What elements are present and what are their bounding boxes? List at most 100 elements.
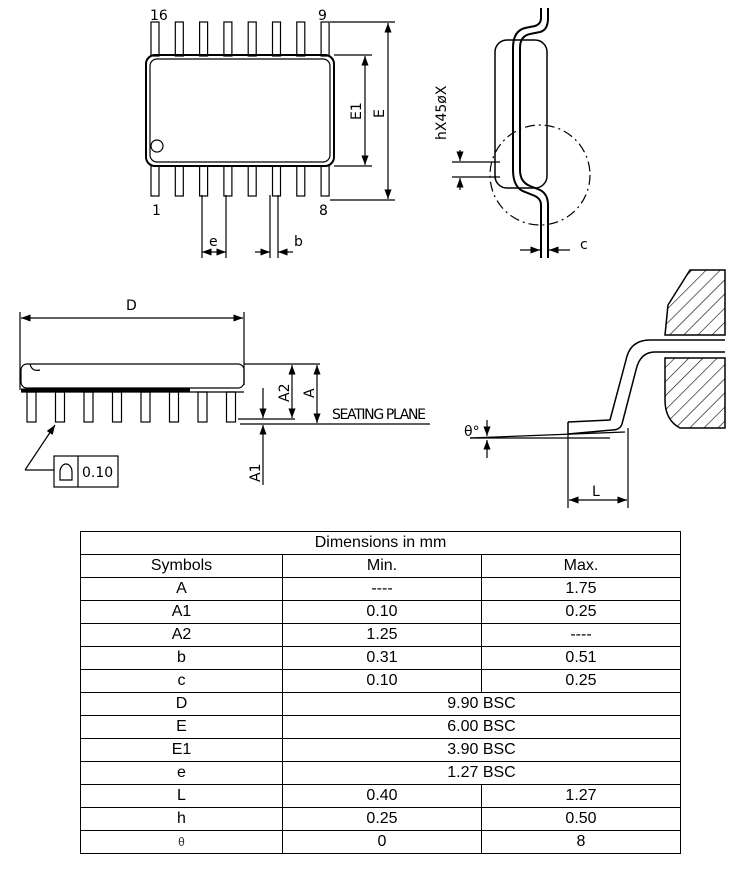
symbol-cell: A1: [80, 600, 283, 624]
pin: [174, 21, 184, 57]
max-cell: 0.51: [481, 646, 681, 670]
max-cell: 1.27: [481, 784, 681, 808]
min-cell: 0.40: [282, 784, 482, 808]
min-cell: 1.25: [282, 623, 482, 647]
pin-label-1: 1: [152, 203, 161, 219]
coplanarity-value: 0.10: [82, 465, 113, 481]
pin: [150, 165, 160, 197]
chamfer-label: hX45øX: [434, 85, 450, 140]
header-max: Max.: [481, 554, 681, 578]
table-row: A----1.75: [80, 577, 681, 601]
header-symbols: Symbols: [80, 554, 283, 578]
dim-pitch-label: e: [209, 234, 218, 250]
symbol-cell: h: [80, 807, 283, 831]
seating-plane-label: SEATING PLANE: [332, 407, 426, 423]
pin-label-16: 16: [150, 8, 168, 24]
pin: [83, 391, 94, 423]
symbol-cell: b: [80, 646, 283, 670]
dim-a1-label: A1: [248, 464, 264, 482]
max-cell: ----: [481, 623, 681, 647]
pin-label-8: 8: [319, 203, 328, 219]
dim-l-label: L: [592, 484, 600, 500]
pin: [320, 21, 330, 57]
dim-a-label: A: [302, 388, 318, 398]
pin: [223, 165, 233, 197]
max-cell: 0.25: [481, 600, 681, 624]
table-title-row: Dimensions in mm: [80, 531, 681, 555]
profile-tolerance-icon: [59, 463, 73, 481]
pin: [320, 165, 330, 197]
nominal-cell: 6.00 BSC: [282, 715, 681, 739]
pin: [54, 391, 66, 423]
end-view: hX45øX c: [434, 8, 591, 258]
symbol-cell: c: [80, 669, 283, 693]
symbol-cell: A2: [80, 623, 283, 647]
min-cell: 0.10: [282, 600, 482, 624]
symbol-cell: L: [80, 784, 283, 808]
pin: [225, 391, 237, 423]
header-min: Min.: [282, 554, 482, 578]
dim-a2-label: A2: [277, 384, 293, 402]
min-cell: 0.31: [282, 646, 482, 670]
pin: [296, 165, 306, 197]
dim-c-label: c: [580, 237, 588, 253]
max-cell: 0.25: [481, 669, 681, 693]
pin: [271, 165, 282, 197]
pin: [247, 165, 257, 197]
min-cell: 0.25: [282, 807, 482, 831]
pin: [199, 21, 209, 57]
pin: [174, 165, 184, 197]
side-pins: [26, 391, 237, 423]
max-cell: 8: [481, 830, 681, 854]
pin: [296, 21, 306, 57]
pin: [26, 391, 37, 423]
symbol-cell: A: [80, 577, 283, 601]
nominal-cell: 1.27 BSC: [282, 761, 681, 785]
pin: [199, 165, 209, 197]
symbol-cell: e: [80, 761, 283, 785]
pin-label-9: 9: [318, 8, 327, 24]
package-drawing: 16 9 1 8 E1 E e b hX45øX c D: [19, 8, 726, 508]
top-view: 16 9 1 8 E1 E e b: [145, 8, 395, 258]
symbol-cell: E1: [80, 738, 283, 762]
dimensions-table: Dimensions in mm Symbols Min. Max. A----…: [80, 531, 681, 854]
dim-e-label: E: [372, 109, 388, 118]
theta-label: θ°: [464, 424, 480, 440]
dim-d-label: D: [126, 298, 137, 314]
nominal-cell: 9.90 BSC: [282, 692, 681, 716]
coplanarity-box: [53, 455, 119, 488]
lead-detail: θ° L: [464, 269, 726, 508]
pin: [197, 391, 208, 423]
max-cell: 1.75: [481, 577, 681, 601]
pin1-marker: [150, 139, 164, 153]
table-title: Dimensions in mm: [80, 531, 681, 555]
min-cell: 0: [282, 830, 482, 854]
min-cell: 0.10: [282, 669, 482, 693]
top-pins: [150, 21, 330, 197]
min-cell: ----: [282, 577, 482, 601]
side-view: D A2 A A1 SEATING PLANE 0.10: [19, 298, 430, 488]
pin: [140, 391, 151, 423]
package-body: [145, 54, 335, 167]
dim-e1-label: E1: [349, 102, 365, 120]
pin: [168, 391, 180, 423]
max-cell: 0.50: [481, 807, 681, 831]
pin: [111, 391, 123, 423]
dim-b-label: b: [294, 234, 303, 250]
symbol-cell: θ: [80, 830, 283, 854]
symbol-cell: D: [80, 692, 283, 716]
pin: [247, 21, 257, 57]
table-header-row: Symbols Min. Max.: [80, 554, 681, 578]
